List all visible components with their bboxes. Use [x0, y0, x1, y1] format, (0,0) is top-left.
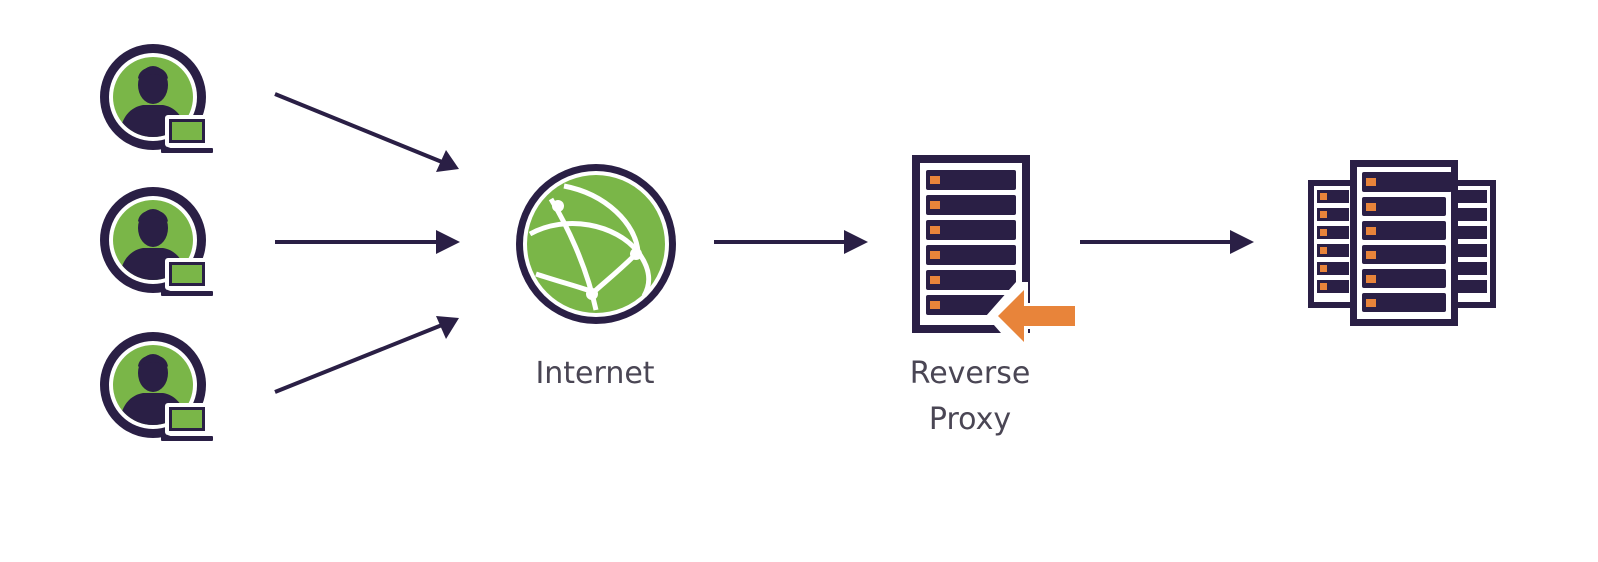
internet-to-proxy-arrow: [714, 230, 868, 254]
internet-label: Internet: [535, 356, 655, 391]
client-3-arrow: [274, 316, 459, 394]
server-cluster-icon: [1308, 160, 1496, 326]
proxy-incoming-arrow-icon: [986, 282, 1083, 350]
client-3-icon: [100, 332, 213, 441]
client-2-arrow: [275, 230, 460, 254]
reverse-proxy-label-line2: Proxy: [928, 402, 1012, 437]
proxy-to-backend-arrow: [1080, 230, 1254, 254]
client-2-icon: [100, 187, 213, 296]
client-1-arrow: [274, 92, 459, 172]
client-1-icon: [100, 44, 213, 153]
reverse-proxy-label-line1: Reverse: [909, 356, 1031, 391]
globe-icon: [516, 164, 676, 324]
